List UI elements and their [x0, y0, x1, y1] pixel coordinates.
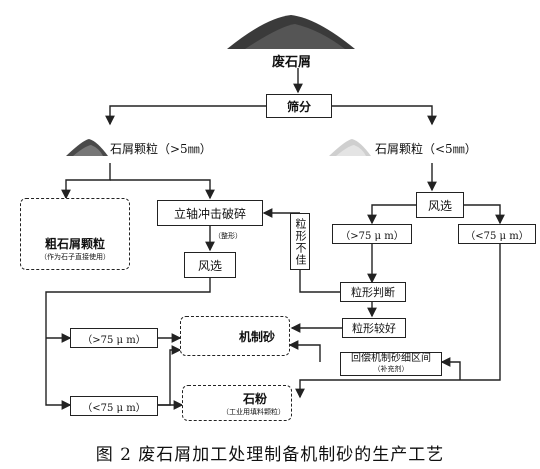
manufactured-sand-label: 机制砂 — [238, 329, 275, 344]
coarse-grain-box: 粗石屑颗粒 （作为石子直接使用） — [20, 198, 130, 270]
vsi-crusher-label: 立轴冲击破碎 — [173, 206, 246, 221]
air-classifier-left-label: 风选 — [197, 258, 222, 273]
waste-pile-image — [227, 15, 355, 49]
refill-note: （补充剂） — [373, 365, 409, 373]
coarse-fraction-right-box: （>75 μ m） — [332, 224, 412, 244]
fine-pile-image — [329, 139, 371, 156]
good-shape-label: 粒形较好 — [352, 322, 396, 335]
coarse-particles-label: 石屑颗粒（>5㎜） — [110, 142, 212, 156]
fine-fraction-right-box: （<75 μ m） — [458, 224, 536, 244]
good-shape-box: 粒形较好 — [342, 318, 406, 338]
refill-label: 回偿机制砂细区间 — [351, 353, 431, 364]
coarse-fraction-right-label: （>75 μ m） — [340, 230, 404, 242]
coarse-pile-image — [66, 139, 108, 156]
coarse-fraction-left-box: （>75 μ m） — [70, 328, 158, 348]
manufactured-sand-box: 机制砂 — [180, 316, 290, 356]
coarse-grain-note: （作为石子直接使用） — [40, 252, 110, 261]
stone-powder-label: 石粉 — [242, 391, 267, 406]
air-classifier-right-label: 风选 — [427, 198, 452, 213]
poor-shape-box: 粒形不佳 — [290, 213, 310, 270]
stone-powder-box: 石粉 （工业用填料颗粒） — [182, 385, 292, 421]
fine-fraction-left-box: （<75 μ m） — [70, 396, 158, 416]
figure-caption: 图 2 废石屑加工处理制备机制砂的生产工艺 — [95, 445, 445, 465]
fine-fraction-left-label: （<75 μ m） — [82, 402, 146, 414]
stone-powder-note: （工业用填料颗粒） — [222, 407, 285, 416]
air-classifier-right-box: 风选 — [416, 192, 464, 218]
coarse-grain-label: 粗石屑颗粒 — [44, 236, 105, 251]
waste-label: 废石屑 — [272, 55, 312, 70]
screen-box: 筛分 — [266, 94, 332, 118]
poor-shape-label: 粒形不佳 — [294, 217, 307, 266]
coarse-fraction-left-label: （>75 μ m） — [82, 334, 146, 346]
shape-judge-label: 粒形判断 — [351, 286, 395, 299]
screen-label: 筛分 — [286, 99, 311, 114]
air-classifier-left-box: 风选 — [184, 252, 236, 278]
shaping-note: （整形） — [214, 232, 242, 240]
shape-judge-box: 粒形判断 — [340, 282, 406, 302]
fine-fraction-right-label: （<75 μ m） — [465, 230, 529, 242]
vsi-crusher-box: 立轴冲击破碎 — [157, 200, 263, 226]
fine-particles-label: 石屑颗粒（<5㎜） — [375, 142, 477, 156]
refill-box: 回偿机制砂细区间 （补充剂） — [340, 352, 442, 376]
